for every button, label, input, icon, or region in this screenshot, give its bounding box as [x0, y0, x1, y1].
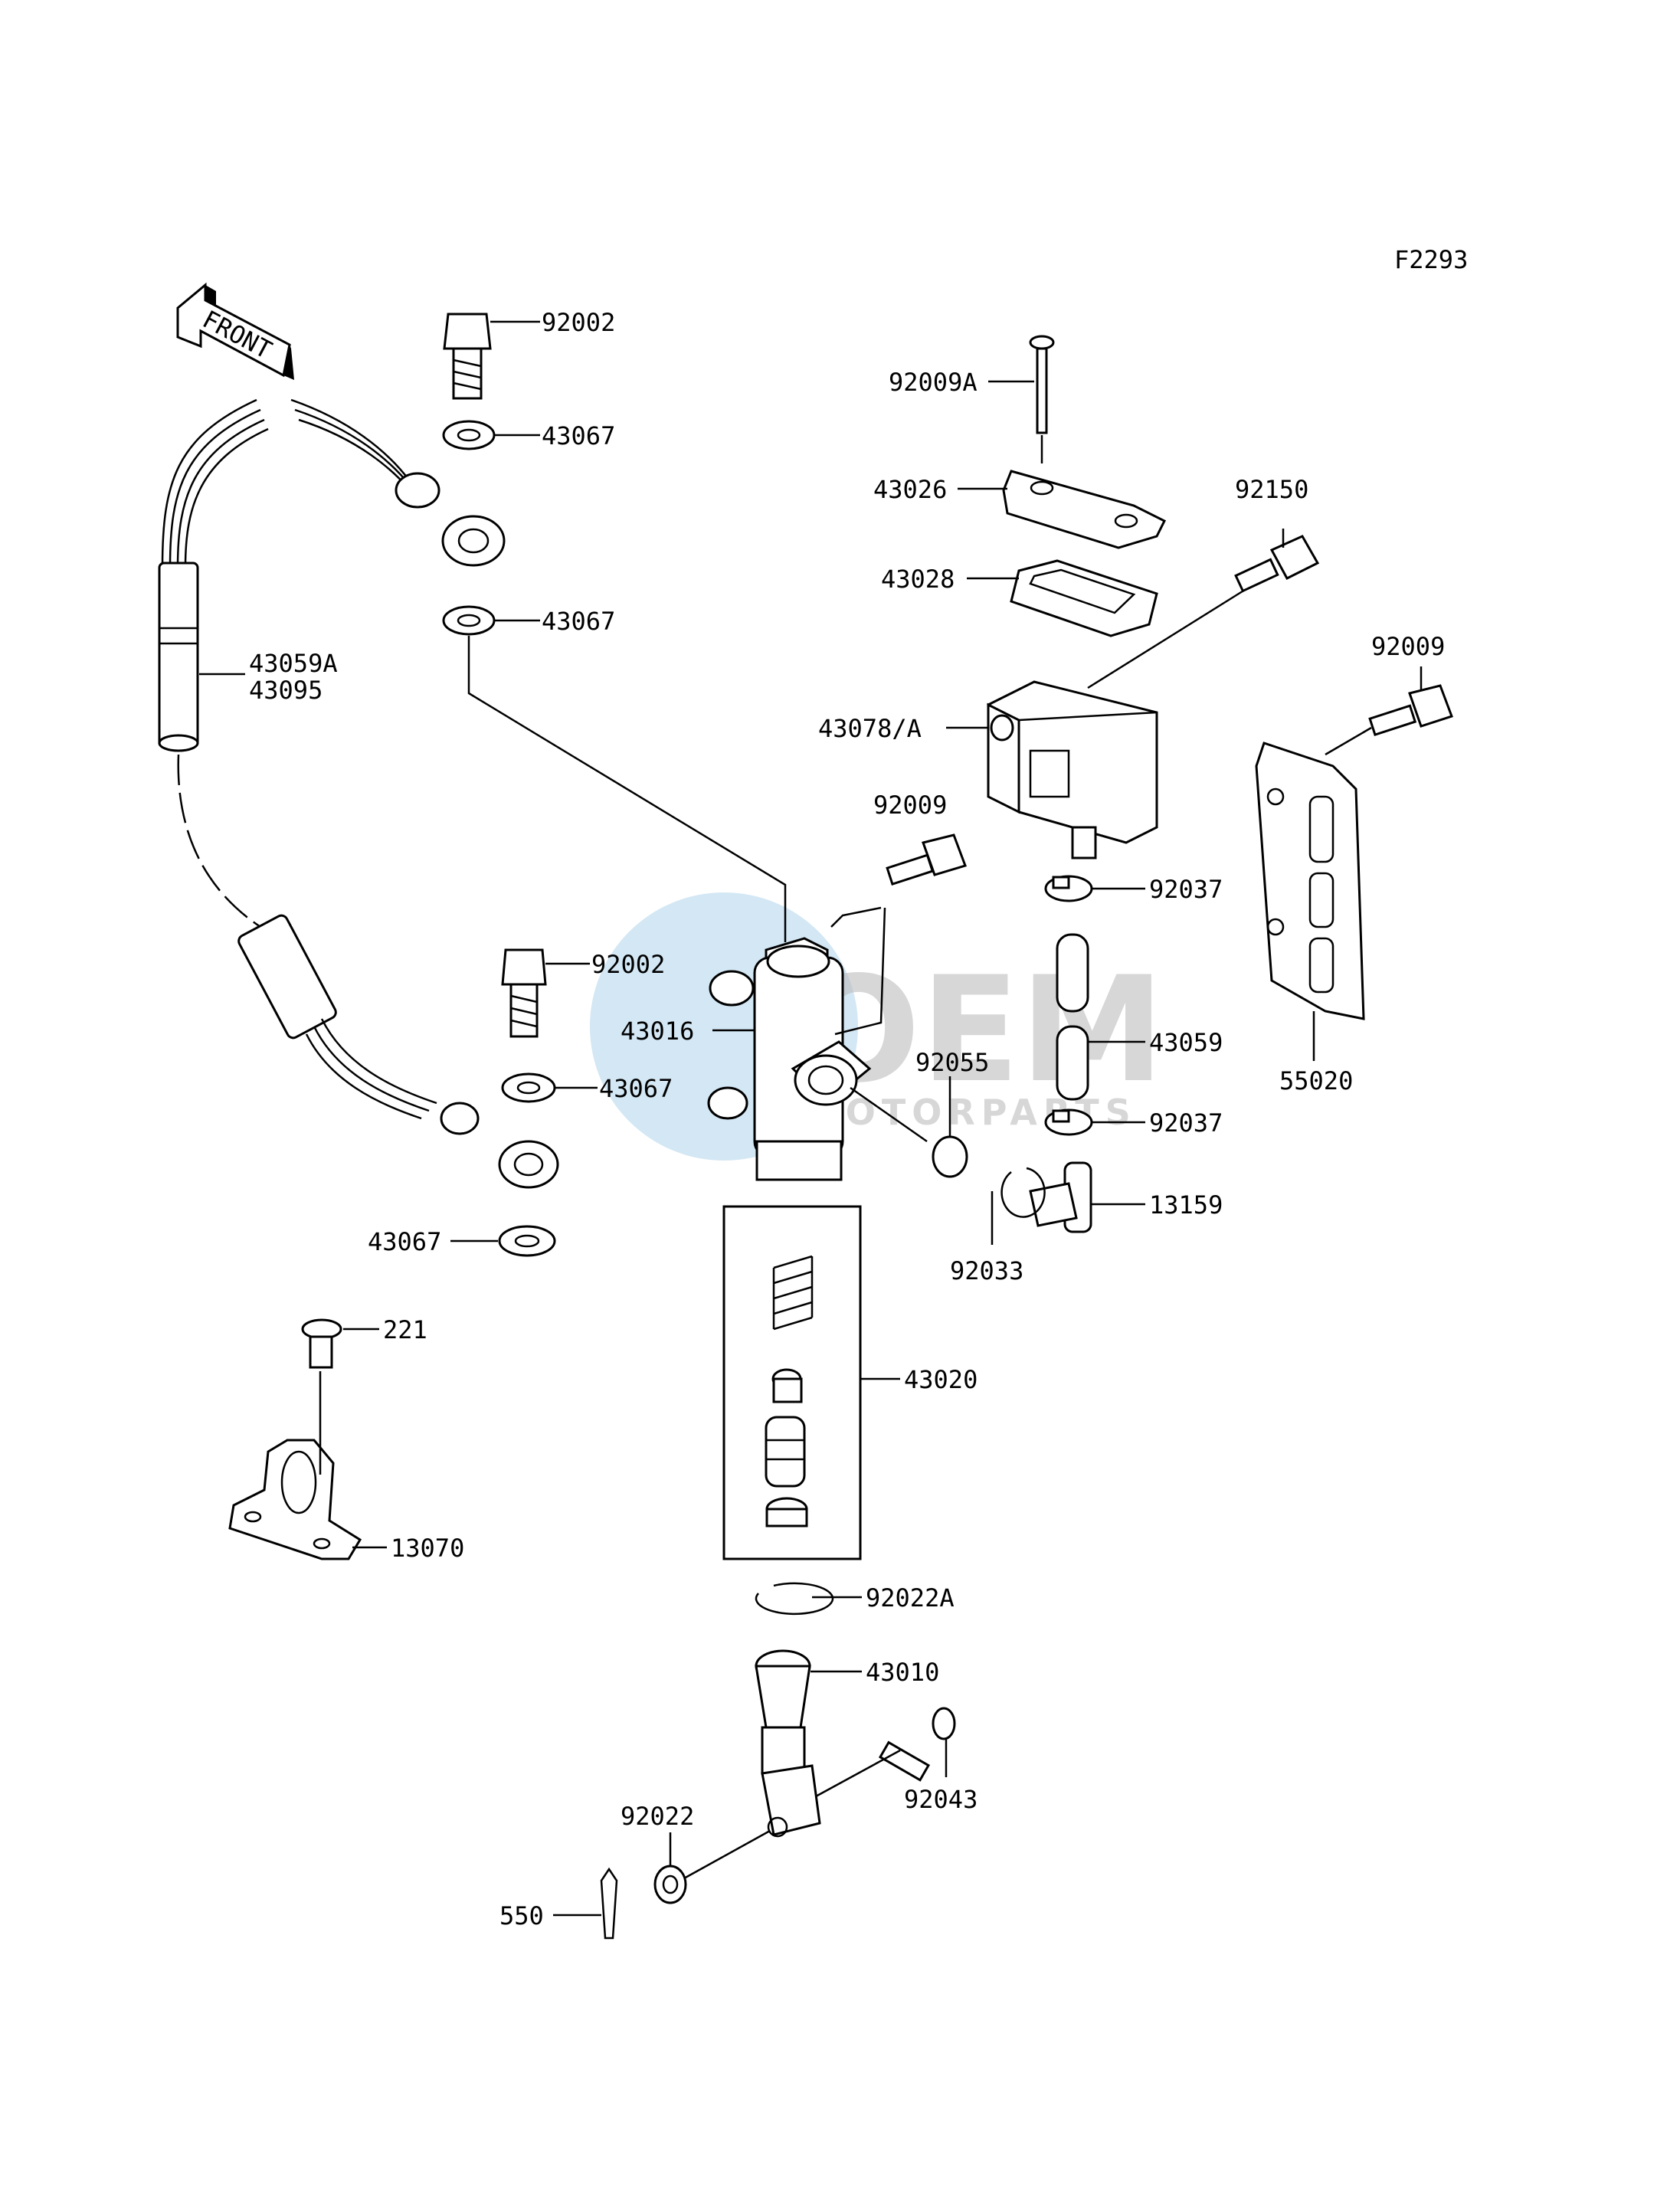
label-43095: 43095 [249, 676, 323, 705]
label-92009a: 92009A [889, 368, 978, 397]
label-43059a: 43059A [249, 649, 338, 678]
label-43028: 43028 [881, 565, 955, 594]
label-221: 221 [383, 1315, 427, 1344]
label-92043: 92043 [904, 1785, 978, 1814]
label-43010: 43010 [866, 1658, 939, 1687]
circlip-small [1000, 1167, 1046, 1218]
label-13070: 13070 [391, 1534, 464, 1563]
hose-clamp-bracket [228, 1439, 362, 1560]
label-43067-b: 43067 [542, 607, 615, 636]
washer-top-1 [442, 420, 496, 450]
reservoir-hose [1056, 933, 1089, 1101]
clamp-screw [301, 1318, 342, 1369]
leader-lines [199, 320, 1423, 1917]
piston-kit-cup [771, 1368, 803, 1403]
label-43016: 43016 [621, 1017, 694, 1046]
label-92022a: 92022A [866, 1583, 955, 1613]
washer-middle [501, 1072, 556, 1103]
banjo-bolt-middle [501, 948, 547, 1038]
label-43059: 43059 [1149, 1028, 1223, 1057]
clevis-pin [878, 1707, 956, 1782]
label-43067-d: 43067 [368, 1227, 441, 1256]
label-92055: 92055 [915, 1048, 989, 1077]
piston-kit-piston [765, 1416, 806, 1488]
reservoir-diaphragm [1010, 559, 1158, 637]
part-labels: 92002 43067 43067 43059A 43095 92009A 43… [249, 308, 1445, 1930]
label-43020: 43020 [904, 1365, 978, 1394]
label-92037-upper: 92037 [1149, 875, 1223, 904]
front-direction-arrow: FRONT [176, 282, 294, 380]
piston-kit-seal [765, 1497, 808, 1527]
brake-hose [158, 398, 559, 1189]
reservoir-bolt [1234, 535, 1320, 593]
figure-code: F2293 [1394, 245, 1468, 274]
washer-top-2 [442, 605, 496, 636]
reservoir-guard [1255, 742, 1365, 1020]
label-92002-middle: 92002 [591, 950, 665, 979]
label-92022: 92022 [621, 1802, 694, 1831]
pin-washer [653, 1865, 687, 1904]
label-92009-right: 92009 [1371, 632, 1445, 661]
master-cylinder-bolt [886, 833, 967, 886]
front-label: FRONT [198, 305, 277, 365]
circlip-large [755, 1582, 834, 1616]
watermark-brand: OEM [797, 945, 1164, 1115]
washer-bottom [498, 1225, 556, 1257]
label-43078a: 43078/A [818, 714, 922, 743]
label-13159: 13159 [1149, 1190, 1223, 1220]
reservoir-cap [1002, 470, 1167, 549]
hose-fitting [1029, 1161, 1092, 1233]
label-92009-middle: 92009 [873, 791, 947, 820]
guard-bolt [1368, 684, 1453, 737]
label-43026: 43026 [873, 475, 947, 504]
label-43067-c: 43067 [599, 1074, 673, 1103]
cotter-pin [600, 1867, 618, 1940]
banjo-bolt-top [443, 313, 492, 400]
label-92150: 92150 [1235, 475, 1308, 504]
reservoir-cap-screw [1029, 335, 1055, 434]
hose-clamp-lower [1044, 1108, 1093, 1136]
label-92033: 92033 [950, 1256, 1023, 1285]
label-43067-a: 43067 [542, 421, 615, 450]
label-550: 550 [499, 1901, 544, 1930]
label-92037-lower: 92037 [1149, 1108, 1223, 1138]
reservoir-tank [987, 680, 1158, 859]
piston-kit-spring [772, 1255, 814, 1331]
push-rod [755, 1649, 821, 1838]
label-55020: 55020 [1279, 1066, 1353, 1095]
master-cylinder-body [707, 937, 872, 1181]
o-ring [932, 1135, 968, 1178]
hose-clamp-upper [1044, 875, 1093, 902]
label-92002-top: 92002 [542, 308, 615, 337]
